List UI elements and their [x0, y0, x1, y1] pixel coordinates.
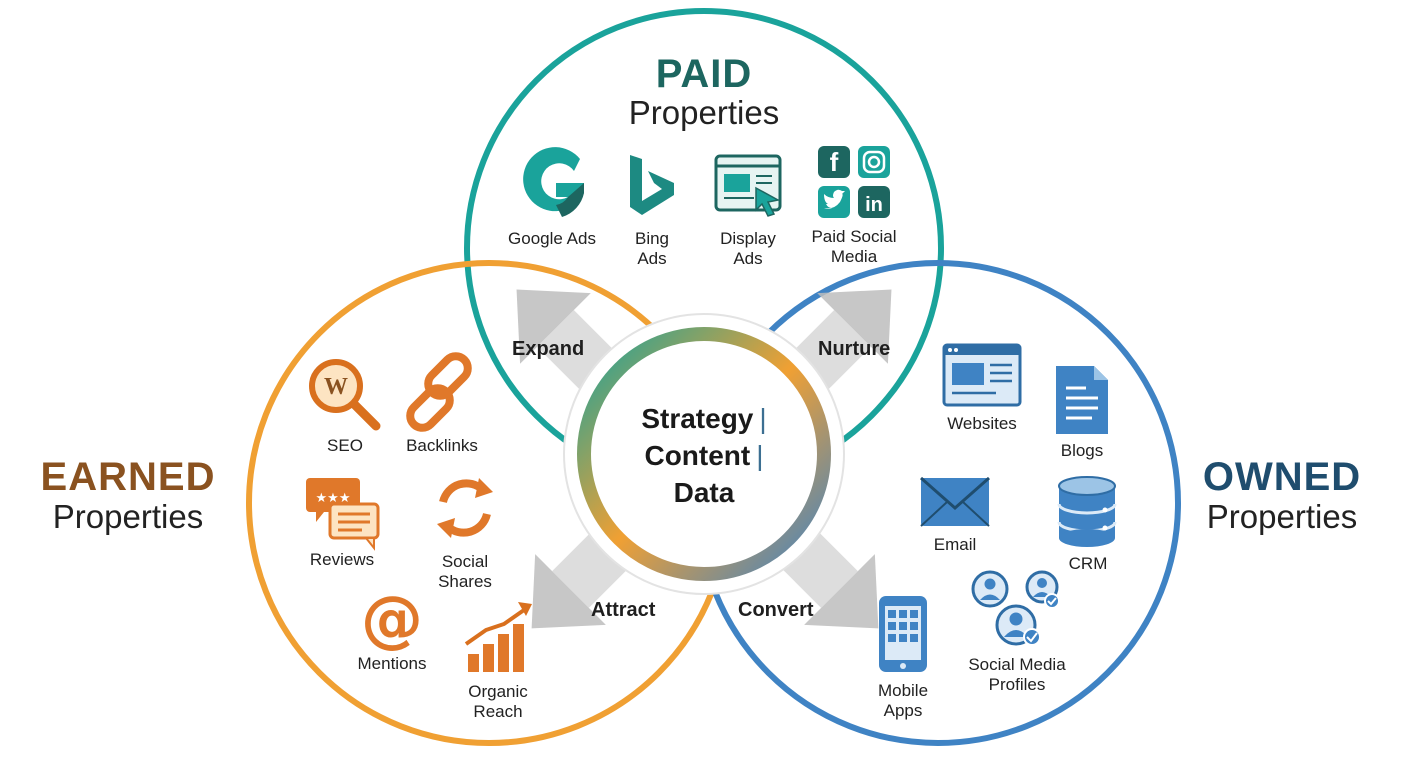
crm-label: CRM [1068, 554, 1108, 573]
earned-subtitle: Properties [52, 498, 204, 535]
social-profiles-label: Social Media Profiles [968, 655, 1066, 694]
paid-subtitle: Properties [628, 94, 780, 131]
bing-ads-label: Bing Ads [634, 229, 670, 268]
expand-label: Expand [512, 338, 585, 360]
mentions-label: Mentions [357, 654, 427, 673]
nurture-label: Nurture [818, 338, 891, 360]
svg-text:W: W [324, 374, 348, 400]
svg-text:in: in [865, 194, 883, 216]
website-icon [942, 343, 1022, 407]
svg-text:@: @ [361, 582, 423, 655]
mobile-phone-icon [879, 596, 927, 672]
database-icon [1057, 476, 1117, 547]
earned-title: EARNED [40, 455, 216, 499]
backlinks-label: Backlinks [406, 436, 478, 455]
blogs-label: Blogs [1060, 441, 1104, 460]
paid-title: PAID [655, 52, 753, 96]
organic-reach-label: Organic Reach [468, 682, 528, 721]
envelope-icon [920, 476, 990, 527]
reviews-label: Reviews [309, 550, 375, 569]
flow-arrows [516, 289, 892, 629]
reviews-icon: ★★★ [306, 478, 380, 551]
core-content: Content| [644, 440, 764, 471]
svg-text:f: f [830, 147, 839, 177]
paid-social-label: Paid Social Media [811, 227, 897, 266]
seo-label: SEO [327, 436, 363, 455]
websites-label: Websites [947, 414, 1017, 433]
user-profiles-icon [971, 570, 1060, 646]
owned-subtitle: Properties [1206, 498, 1358, 535]
core-strategy: Strategy| [641, 403, 767, 434]
email-label: Email [933, 535, 977, 554]
social-media-grid-icon: f in [818, 146, 890, 218]
display-ads-icon [714, 154, 782, 217]
seo-magnifier-icon: W [309, 359, 381, 431]
attract-label: Attract [591, 599, 656, 621]
google-icon [523, 147, 584, 217]
google-ads-label: Google Ads [508, 229, 596, 248]
core-data: Data [673, 477, 735, 508]
growth-chart-icon [464, 602, 532, 672]
at-sign-icon: @ [361, 582, 423, 655]
bing-icon [630, 155, 674, 215]
display-ads-label: Display Ads [720, 229, 776, 268]
document-icon [1056, 366, 1108, 434]
svg-text:★★★: ★★★ [316, 491, 351, 506]
social-shares-label: Social Shares [438, 552, 492, 591]
convert-label: Convert [738, 599, 814, 621]
mobile-apps-label: Mobile Apps [877, 681, 929, 720]
core-text: Strategy| Content| Data [604, 400, 804, 511]
owned-title: OWNED [1202, 455, 1362, 499]
share-cycle-icon [437, 478, 493, 538]
chain-link-icon [406, 352, 472, 432]
core-ring [577, 327, 831, 581]
